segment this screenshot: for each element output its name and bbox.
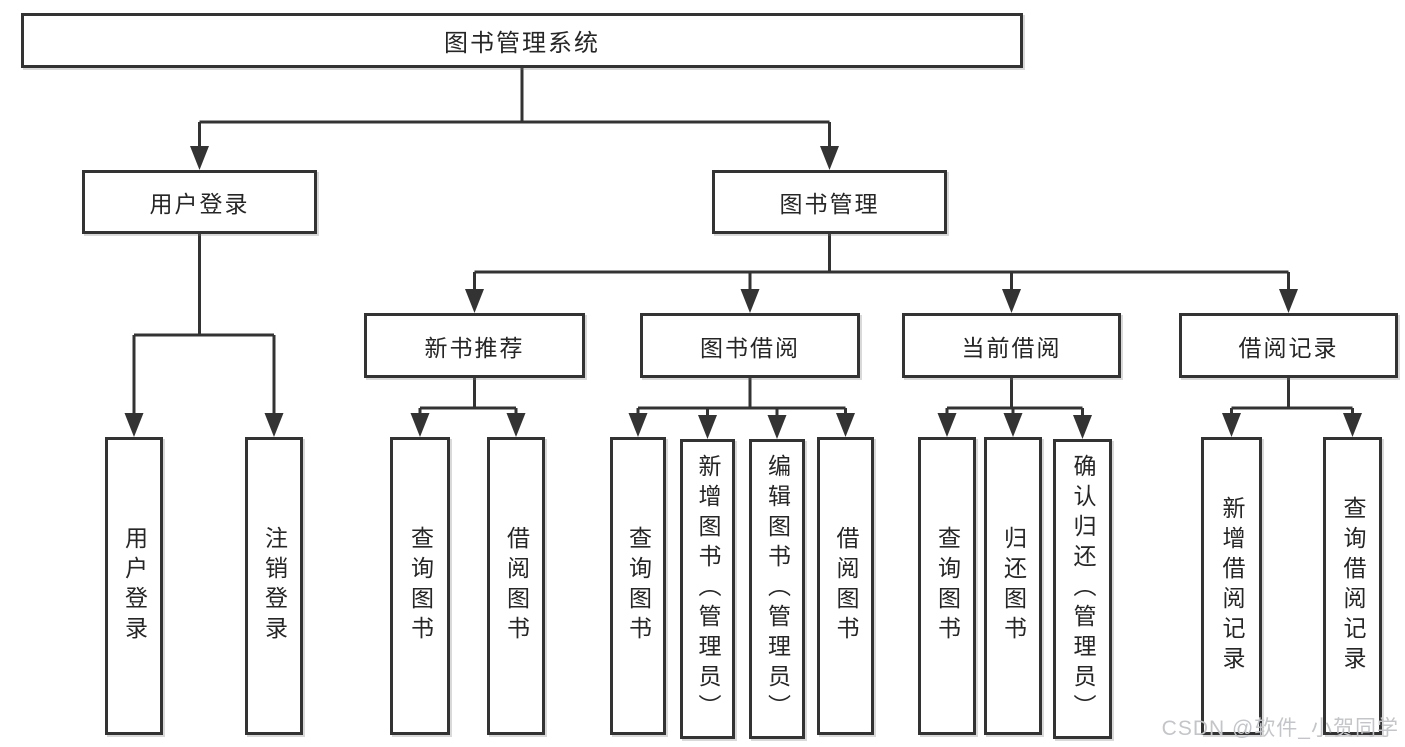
node-label-br-query-record: 查询借阅记录 bbox=[1340, 496, 1366, 676]
node-new-book-recommend: 新书推荐 bbox=[364, 313, 585, 378]
arrowhead-icon bbox=[1003, 413, 1023, 437]
node-cb-query-book: 查询图书 bbox=[918, 437, 976, 735]
node-label-new-book-recommend: 新书推荐 bbox=[424, 334, 525, 361]
node-label-user-login: 用户登录 bbox=[149, 191, 250, 217]
node-book-borrow: 图书借阅 bbox=[640, 313, 860, 378]
node-cb-return-book: 归还图书 bbox=[984, 437, 1042, 735]
arrowhead-icon bbox=[465, 289, 484, 313]
node-borrow-records: 借阅记录 bbox=[1179, 313, 1398, 378]
arrowhead-icon bbox=[836, 413, 855, 437]
arrowhead-icon bbox=[698, 415, 717, 439]
node-br-add-record: 新增借阅记录 bbox=[1201, 437, 1262, 735]
node-bb-add-book: 新增图书（管理员） bbox=[680, 439, 735, 739]
node-label-borrow-records: 借阅记录 bbox=[1238, 334, 1339, 361]
node-cb-confirm-return: 确认归还（管理员） bbox=[1053, 439, 1112, 739]
arrowhead-icon bbox=[410, 413, 430, 437]
node-label-nb-query-book: 查询图书 bbox=[407, 526, 434, 646]
node-label-bb-query-book: 查询图书 bbox=[625, 526, 652, 646]
arrowhead-icon bbox=[628, 413, 648, 437]
node-label-cb-return-book: 归还图书 bbox=[1000, 526, 1027, 646]
node-label-bb-edit-book: 编辑图书（管理员） bbox=[764, 454, 791, 724]
arrowhead-icon bbox=[506, 413, 526, 437]
node-leaf-user-login: 用户登录 bbox=[105, 437, 163, 735]
node-bb-borrow-book: 借阅图书 bbox=[817, 437, 874, 735]
arrowhead-icon bbox=[124, 413, 144, 437]
arrowhead-icon bbox=[937, 413, 957, 437]
node-label-root: 图书管理系统 bbox=[444, 30, 600, 57]
arrowhead-icon bbox=[264, 413, 284, 437]
arrowhead-icon bbox=[740, 289, 760, 313]
node-label-current-borrow: 当前借阅 bbox=[961, 334, 1062, 361]
node-label-bb-add-book: 新增图书（管理员） bbox=[695, 454, 721, 724]
node-label-book-mgmt: 图书管理 bbox=[779, 191, 880, 217]
node-leaf-logout-login: 注销登录 bbox=[245, 437, 303, 735]
node-label-bb-borrow-book: 借阅图书 bbox=[833, 526, 859, 646]
arrowhead-icon bbox=[1279, 289, 1298, 313]
node-label-leaf-user-login: 用户登录 bbox=[121, 526, 148, 646]
node-label-cb-query-book: 查询图书 bbox=[934, 526, 961, 646]
node-nb-borrow-book: 借阅图书 bbox=[487, 437, 545, 735]
node-bb-edit-book: 编辑图书（管理员） bbox=[749, 439, 805, 739]
node-root: 图书管理系统 bbox=[21, 13, 1023, 68]
node-nb-query-book: 查询图书 bbox=[390, 437, 450, 735]
arrowhead-icon bbox=[1343, 413, 1362, 437]
node-br-query-record: 查询借阅记录 bbox=[1323, 437, 1382, 735]
node-bb-query-book: 查询图书 bbox=[610, 437, 666, 735]
node-label-nb-borrow-book: 借阅图书 bbox=[503, 526, 530, 646]
node-book-mgmt: 图书管理 bbox=[712, 170, 947, 234]
arrowhead-icon bbox=[1222, 413, 1241, 437]
node-label-leaf-logout-login: 注销登录 bbox=[261, 526, 288, 646]
node-label-cb-confirm-return: 确认归还（管理员） bbox=[1070, 454, 1096, 724]
node-user-login: 用户登录 bbox=[82, 170, 317, 234]
node-current-borrow: 当前借阅 bbox=[902, 313, 1121, 378]
arrowhead-icon bbox=[1002, 289, 1021, 313]
arrowhead-icon bbox=[767, 415, 787, 439]
arrowhead-icon bbox=[1073, 415, 1092, 439]
arrowhead-icon bbox=[820, 146, 839, 170]
arrowhead-icon bbox=[190, 146, 209, 170]
node-label-book-borrow: 图书借阅 bbox=[700, 334, 800, 361]
node-label-br-add-record: 新增借阅记录 bbox=[1219, 496, 1245, 676]
watermark: CSDN @软件_小贺同学 bbox=[1161, 717, 1399, 740]
